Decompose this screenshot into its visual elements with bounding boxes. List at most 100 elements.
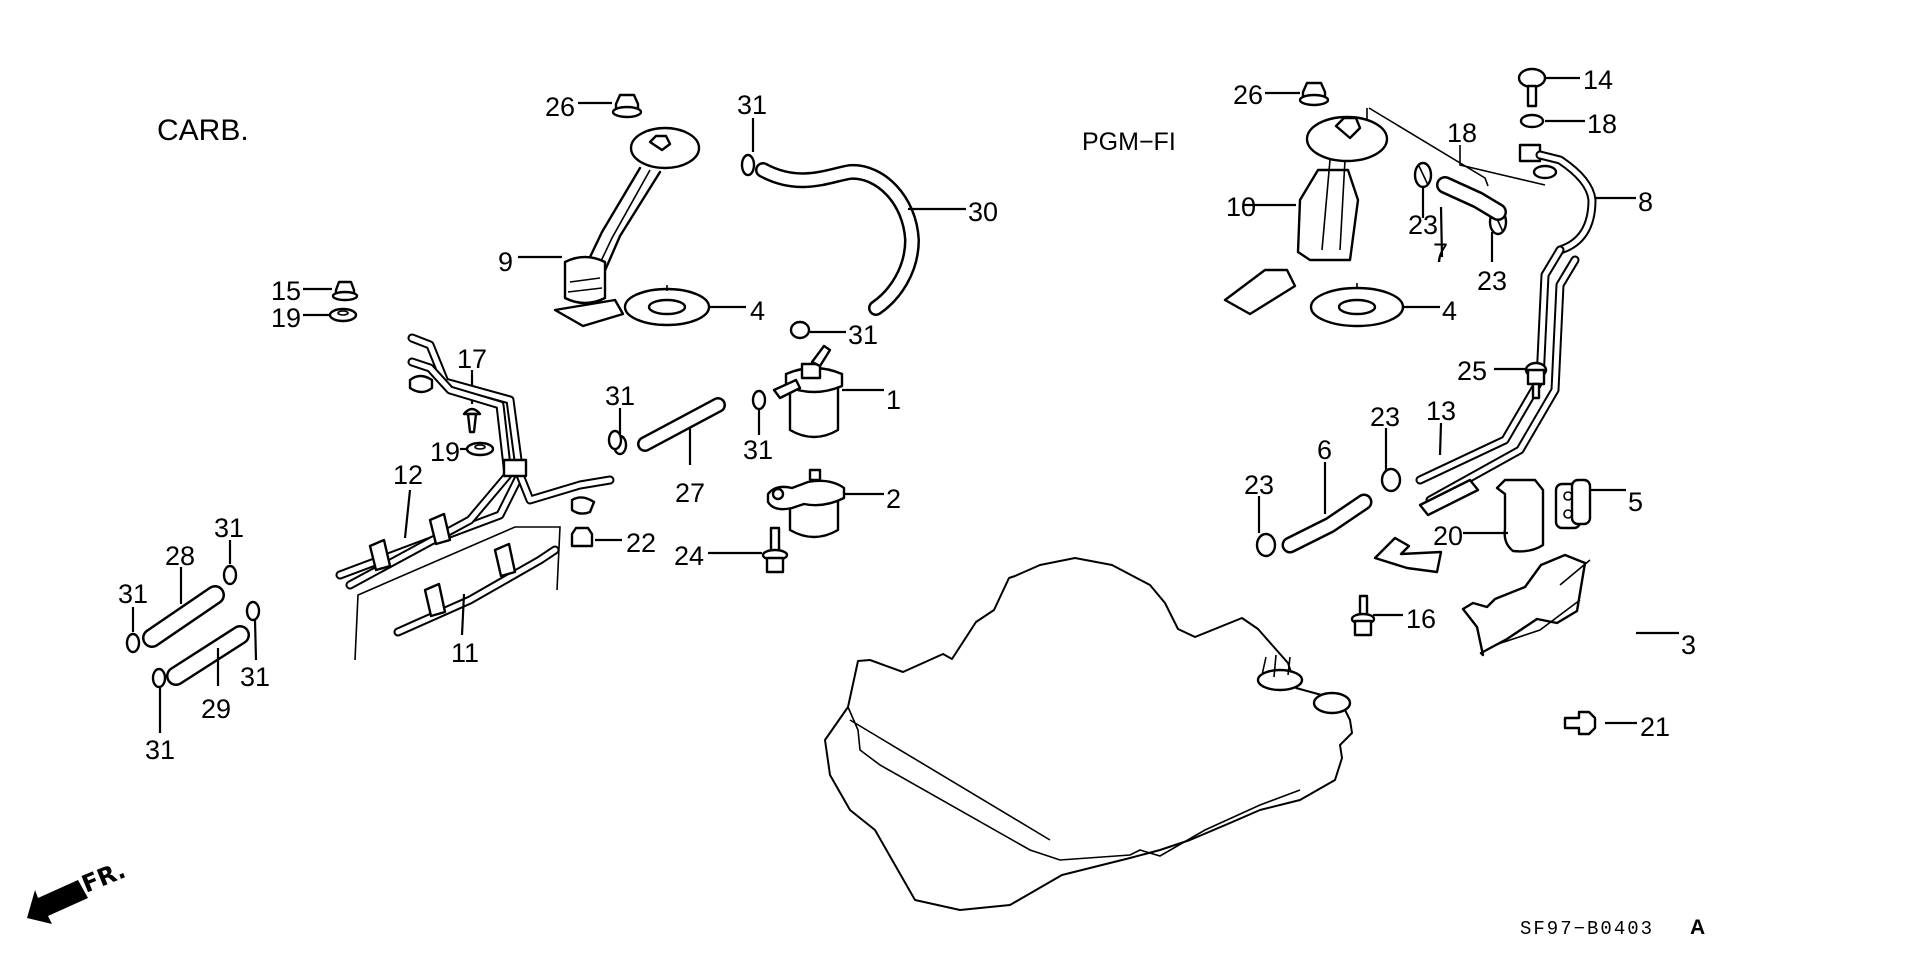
callout-label[interactable]: 14 (1583, 65, 1613, 95)
washer-part-18[interactable] (1519, 113, 1545, 129)
hose-part-27[interactable] (637, 397, 726, 452)
sending-unit-base-pgm-fi[interactable] (1309, 283, 1405, 328)
callout-label[interactable]: 2 (886, 484, 901, 514)
callout-label[interactable]: 27 (675, 478, 705, 508)
fuel-feed-pipe-part-8[interactable] (1415, 143, 1597, 505)
callout-label[interactable]: 24 (674, 541, 704, 571)
callout-label[interactable]: 3 (1681, 630, 1696, 660)
filter-bracket-part-2[interactable] (766, 468, 846, 539)
hose-clip-part-31[interactable] (607, 429, 623, 451)
fuel-pipe-part-11[interactable] (393, 542, 560, 637)
callout-label[interactable]: 4 (750, 296, 765, 326)
clip-part-21[interactable] (1563, 710, 1597, 736)
fuel-return-pipe-part-13[interactable] (1373, 478, 1480, 574)
hose-part-30[interactable] (755, 162, 920, 316)
flange-bolt-part-24[interactable] (761, 526, 789, 574)
hose-clamp-part-23[interactable] (1380, 467, 1402, 493)
hose-clamp-part-23[interactable] (1255, 532, 1277, 558)
leader-line (403, 489, 412, 539)
fuel-pipe-part-12[interactable] (335, 333, 615, 590)
callout-label[interactable]: 31 (145, 735, 175, 765)
clamp-part-20[interactable] (1495, 478, 1545, 553)
callout-label[interactable]: 9 (498, 247, 513, 277)
bracket-line (1366, 107, 1489, 187)
callout-label[interactable]: 19 (430, 437, 460, 467)
nut-part-26-pgm-fi[interactable] (1298, 81, 1330, 107)
callout-label[interactable]: 23 (1477, 266, 1507, 296)
callout-label[interactable]: 31 (118, 579, 148, 609)
callout-label[interactable]: 12 (393, 460, 423, 490)
leader-line (1438, 422, 1443, 456)
callout-label[interactable]: 30 (968, 197, 998, 227)
callout-label[interactable]: 7 (1433, 238, 1448, 268)
callouts: 1 2 3 4 4 5 6 7 8 9 10 11 12 13 14 15 16… (118, 65, 1696, 765)
callout-label[interactable]: 18 (1447, 118, 1477, 148)
callout-label[interactable]: 31 (848, 320, 878, 350)
hose-clip-part-31[interactable] (245, 600, 261, 622)
callout-label[interactable]: 31 (605, 381, 635, 411)
hose-part-29[interactable] (166, 625, 250, 686)
callout-label[interactable]: 21 (1640, 712, 1670, 742)
flange-bolt-part-25[interactable] (1524, 361, 1548, 400)
fuel-filter-part-1[interactable] (772, 344, 844, 439)
grommet-part-5[interactable] (1554, 478, 1592, 530)
callout-label[interactable]: 16 (1406, 604, 1436, 634)
callout-label[interactable]: 15 (271, 276, 301, 306)
callout-label[interactable]: 10 (1226, 192, 1256, 222)
hose-clamp-part-23[interactable] (1413, 161, 1433, 189)
front-arrow-icon (27, 880, 88, 924)
hose-part-6[interactable] (1281, 493, 1373, 554)
callout-label[interactable]: 23 (1370, 402, 1400, 432)
callout-label[interactable]: 26 (545, 92, 575, 122)
nut-part-22[interactable] (570, 526, 594, 548)
callout-label[interactable]: 5 (1628, 487, 1643, 517)
fuel-pump-assembly-carb[interactable] (553, 126, 701, 328)
callout-label[interactable]: 1 (886, 385, 901, 415)
callout-label[interactable]: 20 (1433, 521, 1463, 551)
section-label-carb: CARB. (157, 114, 249, 147)
hose-part-28[interactable] (142, 585, 225, 648)
callout-label[interactable]: 29 (201, 694, 231, 724)
callout-label[interactable]: 17 (457, 344, 487, 374)
hose-part-7[interactable] (1436, 176, 1507, 221)
hose-clip-part-31[interactable] (751, 389, 767, 411)
hose-clip-part-31[interactable] (789, 320, 811, 340)
callout-label[interactable]: 28 (165, 541, 195, 571)
banjo-bolt-part-14[interactable] (1517, 67, 1547, 108)
nut-part-26-carb[interactable] (611, 93, 643, 119)
leader-line (460, 593, 466, 636)
sending-unit-base-carb[interactable] (623, 285, 711, 327)
diagram-code-suffix: A (1690, 916, 1705, 939)
leader-line (1439, 206, 1444, 258)
callout-label[interactable]: 19 (271, 303, 301, 333)
fuel-tank[interactable] (824, 557, 1353, 911)
fuel-pump-assembly-pgm-fi[interactable] (1223, 115, 1389, 316)
callout-label[interactable]: 23 (1244, 470, 1274, 500)
callout-label[interactable]: 31 (214, 513, 244, 543)
hose-clip-part-31[interactable] (151, 667, 167, 689)
callout-label[interactable]: 13 (1426, 396, 1456, 426)
callout-label[interactable]: 31 (743, 435, 773, 465)
callout-label[interactable]: 31 (737, 90, 767, 120)
callout-label[interactable]: 11 (451, 638, 479, 668)
flange-bolt-part-16[interactable] (1350, 594, 1376, 637)
callout-label[interactable]: 6 (1317, 435, 1332, 465)
callout-label[interactable]: 4 (1442, 296, 1457, 326)
hose-clip-part-31[interactable] (125, 632, 141, 654)
washer-part-19[interactable] (328, 307, 358, 323)
callout-label[interactable]: 23 (1408, 210, 1438, 240)
diagram-code: SF97−B0403 (1520, 918, 1654, 940)
callout-label[interactable]: 18 (1587, 109, 1617, 139)
callout-label[interactable]: 22 (626, 528, 656, 558)
callout-label[interactable]: 31 (240, 662, 270, 692)
washer-part-18[interactable] (1532, 164, 1558, 180)
nut-part-15[interactable] (331, 280, 359, 302)
callout-label[interactable]: 25 (1457, 356, 1487, 386)
callout-label[interactable]: 8 (1638, 187, 1653, 217)
tapping-screw-part-17[interactable] (462, 407, 482, 434)
washer-part-19[interactable] (465, 441, 495, 457)
callout-label[interactable]: 26 (1233, 80, 1263, 110)
tank-bracket-part-3[interactable] (1461, 553, 1591, 657)
hose-clip-part-31[interactable] (222, 564, 238, 586)
hose-clip-part-31[interactable] (740, 153, 756, 177)
